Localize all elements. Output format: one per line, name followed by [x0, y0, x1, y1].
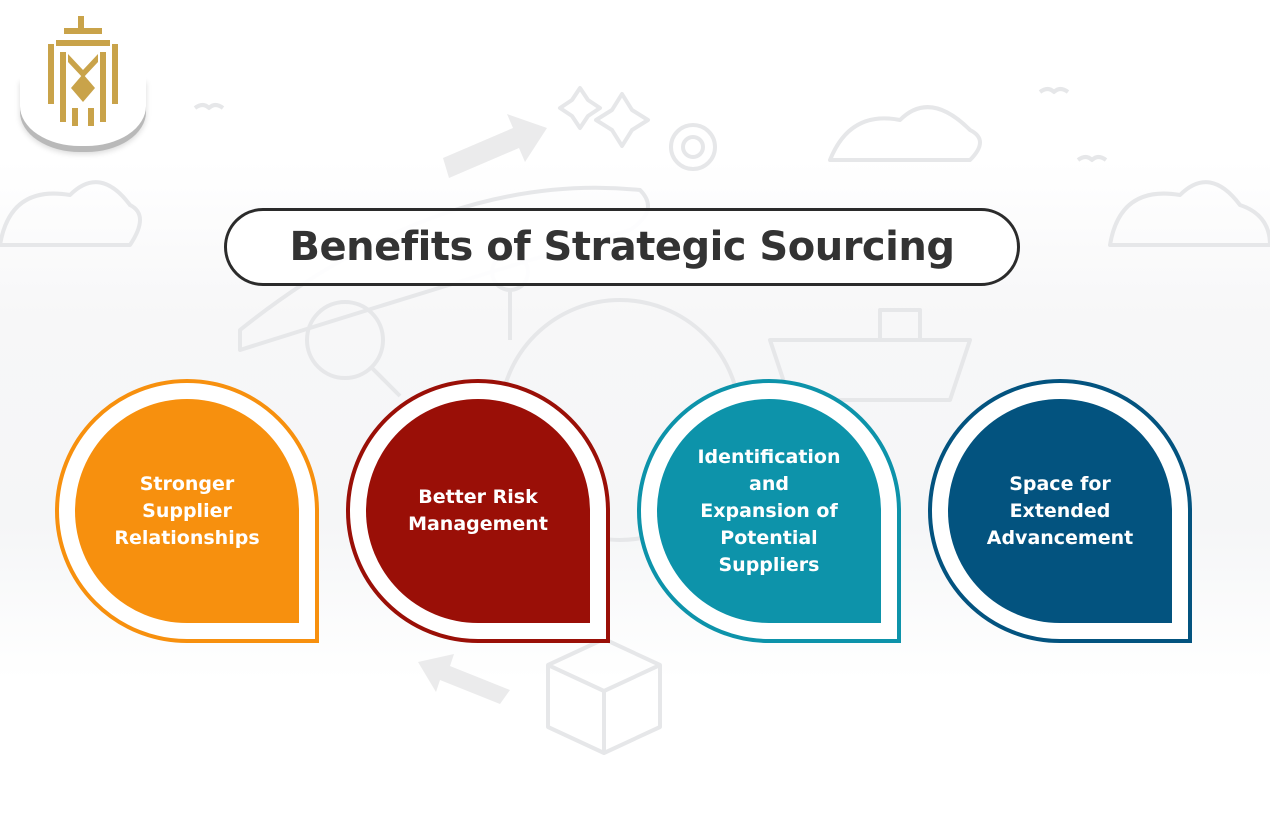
benefit-label: Better Risk Management	[408, 486, 548, 535]
benefit-card-4: Space for Extended Advancement	[928, 379, 1192, 643]
cloud-icon	[828, 105, 982, 162]
benefit-label: Space for Extended Advancement	[986, 472, 1134, 549]
benefit-label: Stronger Supplier Relationships	[114, 472, 260, 549]
crown-shield-logo-icon	[48, 16, 118, 126]
benefit-card-fill: Identification and Expansion of Potentia…	[657, 399, 881, 623]
benefit-card-1: Stronger Supplier Relationships	[55, 379, 319, 643]
brand-logo	[20, 14, 146, 146]
benefit-label: Identification and Expansion of Potentia…	[697, 445, 841, 576]
benefit-card-3: Identification and Expansion of Potentia…	[637, 379, 901, 643]
benefit-card-fill: Stronger Supplier Relationships	[75, 399, 299, 623]
magnifier-icon	[305, 300, 385, 380]
bird-icon	[1038, 87, 1070, 94]
cloud-icon	[0, 180, 142, 247]
bird-icon	[193, 103, 225, 110]
sparkle-icon	[558, 86, 602, 130]
page-title: Benefits of Strategic Sourcing	[289, 224, 955, 270]
benefit-card-fill: Space for Extended Advancement	[948, 399, 1172, 623]
title-pill: Benefits of Strategic Sourcing	[224, 208, 1020, 286]
sparkle-icon	[594, 92, 650, 148]
arrow-icon	[443, 114, 547, 178]
benefit-card-fill: Better Risk Management	[366, 399, 590, 623]
cloud-icon	[1108, 180, 1270, 247]
bird-icon	[1076, 155, 1108, 162]
benefit-card-2: Better Risk Management	[346, 379, 610, 643]
open-box-icon	[546, 637, 662, 755]
arrow-icon	[418, 654, 510, 704]
gear-icon	[669, 123, 717, 171]
